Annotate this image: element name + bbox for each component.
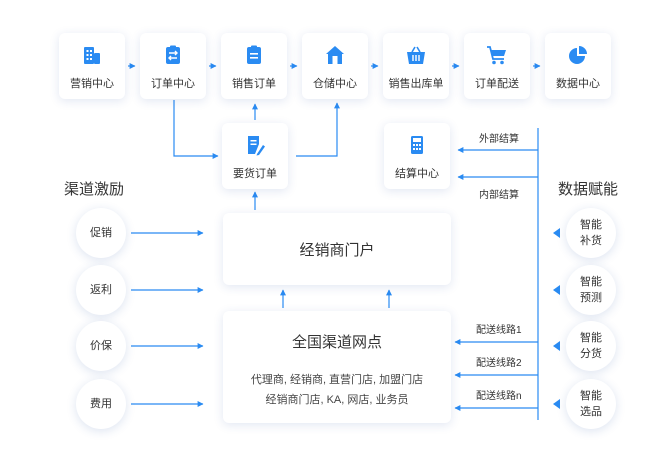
channel-network-box: 全国渠道网点 代理商, 经销商, 直营门店, 加盟门店 经销商门店, KA, 网… (223, 311, 451, 423)
pie-chart-icon (569, 46, 587, 64)
route-label-n: 配送线路n (476, 391, 522, 402)
sales-clipboard-icon (247, 45, 261, 64)
node-label: 营销中心 (70, 78, 114, 90)
node-label: 订单配送 (475, 78, 519, 90)
node-warehouse-center: 仓储中心 (302, 33, 368, 99)
node-sales-order: 销售订单 (221, 33, 287, 99)
smart-selection: 智能选品 (566, 379, 616, 429)
node-label: 仓储中心 (313, 78, 357, 90)
node-label: 销售订单 (232, 78, 276, 90)
node-settlement-center: 结算中心 (384, 123, 450, 189)
dealer-portal-label: 经销商门户 (299, 241, 375, 259)
dealer-portal-box: 经销商门户 (223, 213, 451, 285)
incentive-rebate: 返利 (76, 265, 126, 315)
channel-network-line2: 经销商门店, KA, 网店, 业务员 (265, 394, 409, 406)
warehouse-icon (326, 46, 344, 64)
cart-icon (487, 46, 506, 65)
channel-incentive-heading: 渠道激励 (64, 181, 125, 198)
incentive-expense: 费用 (76, 379, 126, 429)
external-settlement-label: 外部结算 (479, 134, 519, 145)
channel-network-line1: 代理商, 经销商, 直营门店, 加盟门店 (250, 374, 424, 386)
building-icon (84, 47, 100, 64)
calculator-icon (411, 136, 423, 154)
channel-network-title: 全国渠道网点 (291, 334, 382, 351)
incentive-promotion: 促销 (76, 208, 126, 258)
document-edit-icon (248, 136, 265, 156)
node-order-center: 订单中心 (140, 33, 206, 99)
node-label: 结算中心 (395, 168, 439, 180)
data-enablement-heading: 数据赋能 (558, 181, 619, 198)
node-label: 要货订单 (233, 168, 277, 180)
node-label: 订单中心 (151, 78, 195, 90)
basket-icon (407, 46, 425, 64)
internal-settlement-label: 内部结算 (479, 190, 519, 201)
node-requisition-order: 要货订单 (222, 123, 288, 189)
node-label: 数据中心 (556, 78, 600, 90)
route-label-2: 配送线路2 (476, 358, 522, 369)
node-marketing-center: 营销中心 (59, 33, 125, 99)
smart-allocation: 智能分货 (566, 321, 616, 371)
incentive-price-protection: 价保 (76, 321, 126, 371)
smart-replenishment: 智能补货 (566, 208, 616, 258)
node-sales-outbound: 销售出库单 (383, 33, 449, 99)
smart-forecast: 智能预测 (566, 265, 616, 315)
order-clipboard-icon (166, 45, 180, 64)
node-label: 销售出库单 (388, 78, 444, 90)
node-order-delivery: 订单配送 (464, 33, 530, 99)
route-label-1: 配送线路1 (476, 325, 522, 336)
node-data-center: 数据中心 (545, 33, 611, 99)
